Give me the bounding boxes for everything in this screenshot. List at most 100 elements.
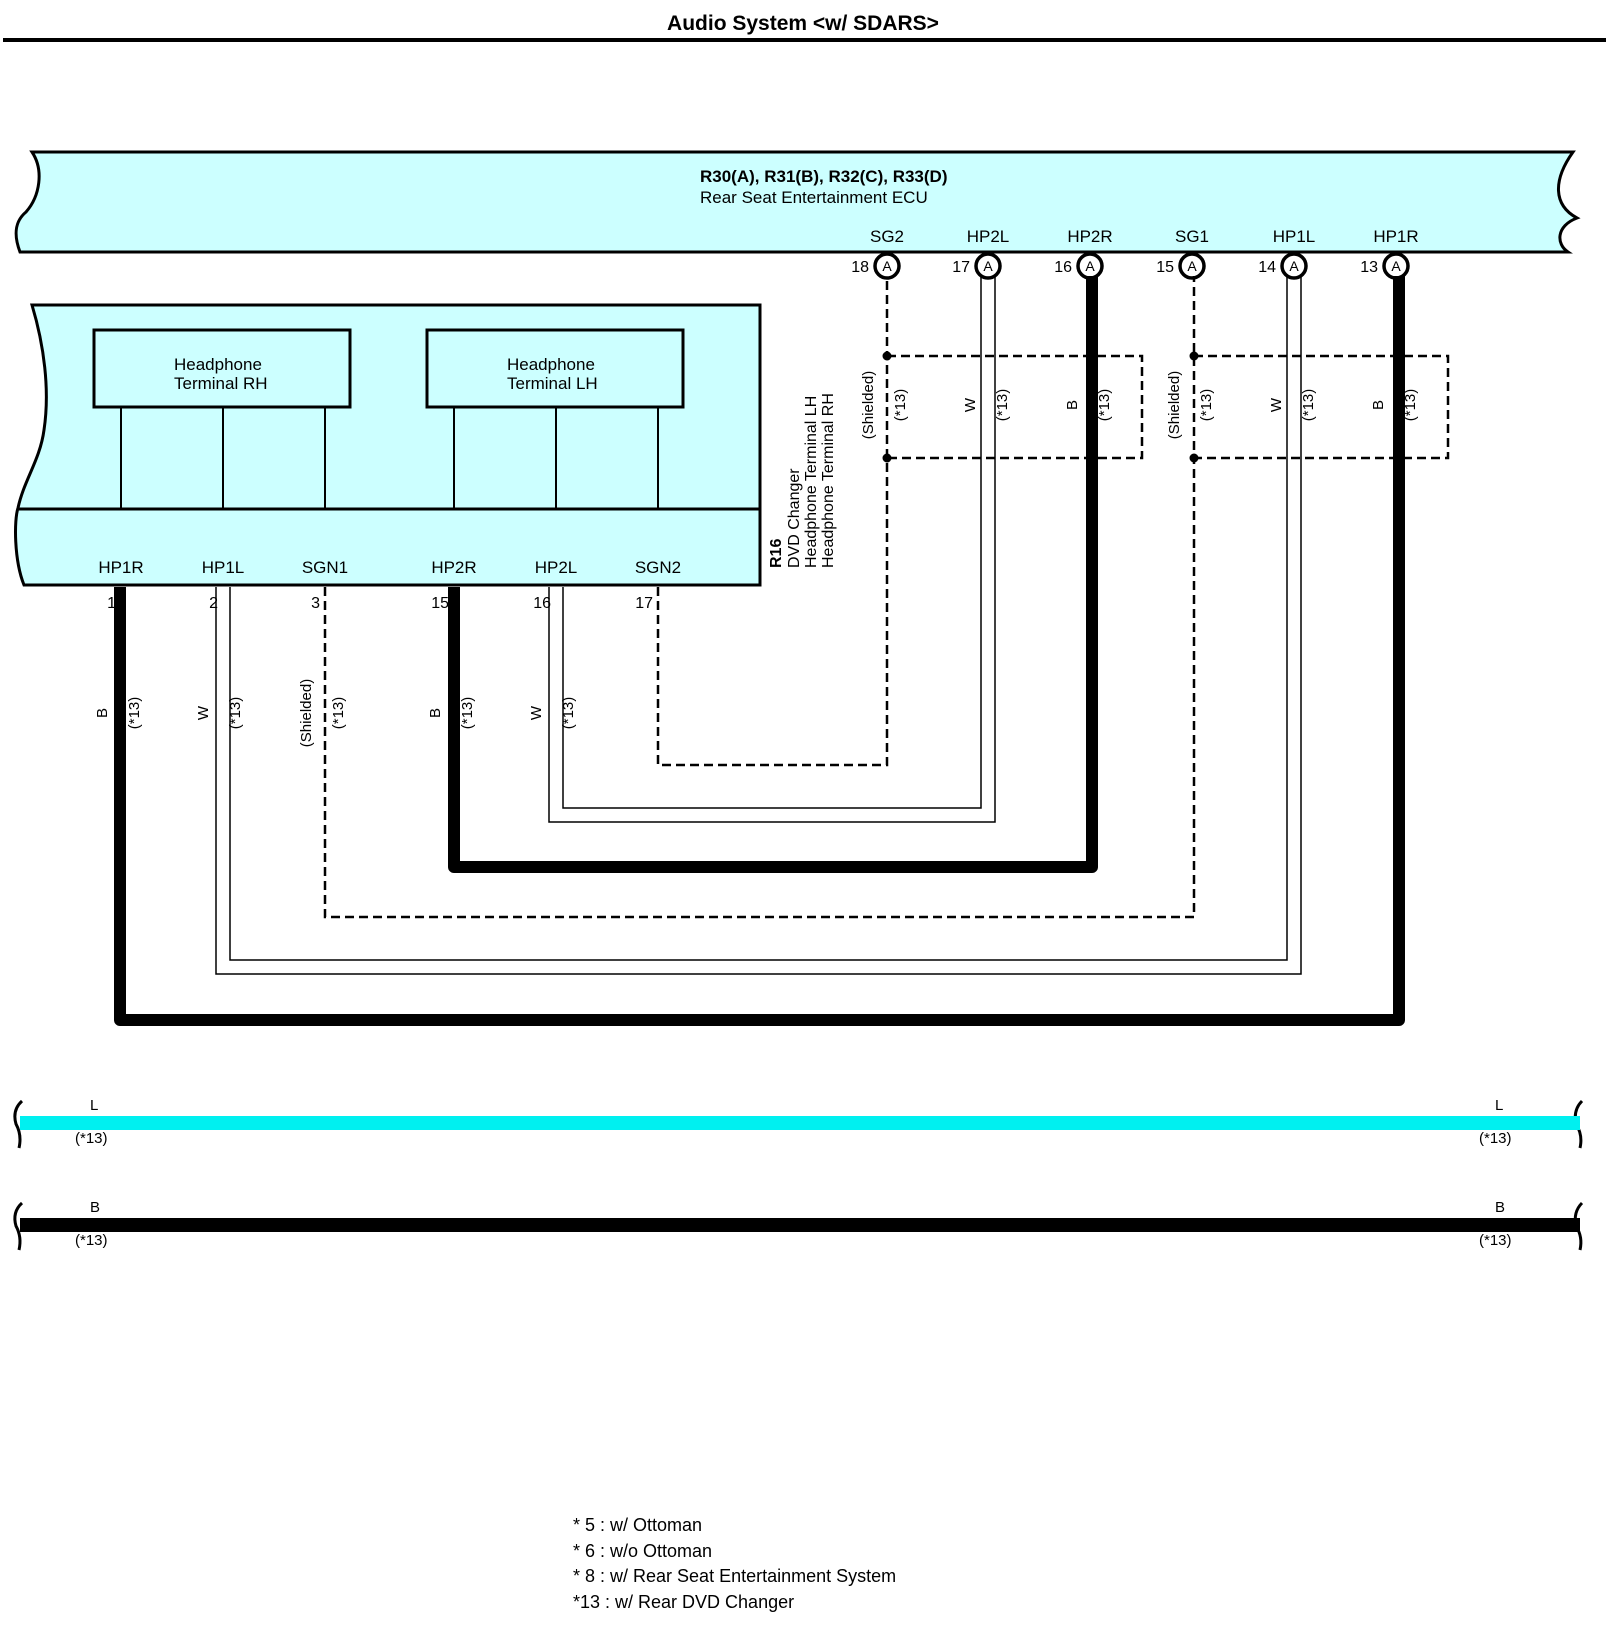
connector-circle <box>1280 252 1308 280</box>
bus-b-left-bracket <box>13 1201 24 1251</box>
r16-line-3: Headphone Terminal RH <box>820 393 837 568</box>
connector-circle <box>873 252 901 280</box>
wire-note-label: (*13) <box>330 697 347 730</box>
wire-hp2l-w-b <box>562 276 982 809</box>
shield-junction <box>1189 351 1199 361</box>
wire-note-label: (*13) <box>560 697 577 730</box>
ecu-pin-name: HP1R <box>1373 227 1418 246</box>
wire-note-label: (*13) <box>1300 389 1317 422</box>
r16-label: R16 DVD Changer Headphone Terminal LH He… <box>768 393 837 568</box>
r16-pin-number: 16 <box>533 595 551 612</box>
wire-color-label: B <box>94 708 111 718</box>
ecu-name: Rear Seat Entertainment ECU <box>700 188 928 207</box>
page-title: Audio System <w/ SDARS> <box>667 12 939 35</box>
legend-item: * 5 : w/ Ottoman <box>573 1515 702 1535</box>
wire-hp2r-b <box>448 276 1098 873</box>
wire-color-label: (Shielded) <box>298 679 315 747</box>
shield-box-1 <box>1194 354 1450 460</box>
r16-pin-number: 1 <box>107 595 116 612</box>
bus-b-note-right: (*13) <box>1479 1232 1512 1249</box>
connector-letter: A <box>983 258 993 274</box>
headphone-terminal-rh-label: Headphone <box>174 355 262 374</box>
bus-b: B (*13) B (*13) <box>13 1199 1584 1251</box>
bus-l-note-right: (*13) <box>1479 1130 1512 1147</box>
ecu-pin-number: 17 <box>952 259 970 276</box>
wire-color-label: (Shielded) <box>860 371 877 439</box>
shield-junction <box>882 453 892 463</box>
wire-note-label: (*13) <box>126 697 143 730</box>
wire-note-label: (*13) <box>227 697 244 730</box>
headphone-terminal-lh-sublabel: Terminal LH <box>507 374 598 393</box>
bus-l-left-bracket <box>13 1099 24 1149</box>
shield-box-2 <box>887 354 1144 460</box>
r16-line-2: Headphone Terminal LH <box>803 396 820 568</box>
bus-l-label-right: L <box>1495 1097 1503 1114</box>
wire-note-label: (*13) <box>1402 389 1419 422</box>
r16-component: Headphone Terminal RH Headphone Terminal… <box>14 303 837 612</box>
bus-b-label-right: B <box>1495 1199 1505 1216</box>
r16-pin-number: 2 <box>209 595 218 612</box>
internal-leads <box>120 407 659 509</box>
shield-junction <box>1189 453 1199 463</box>
r16-pin-name: HP2L <box>535 558 578 577</box>
headphone-terminal-rh-box <box>92 328 352 409</box>
connector-letter: A <box>1289 258 1299 274</box>
r16-pin-name: HP1L <box>202 558 245 577</box>
wire-hp1l-w-b <box>229 276 1288 961</box>
legend: * 5 : w/ Ottoman * 6 : w/o Ottoman * 8 :… <box>573 1515 896 1612</box>
r16-pin-number: 3 <box>311 595 320 612</box>
ecu-pin-number: 15 <box>1156 259 1174 276</box>
wire-note-label: (*13) <box>892 389 909 422</box>
r16-pin-number: 17 <box>635 595 653 612</box>
wire-note-label: (*13) <box>1198 389 1215 422</box>
shield-junction <box>882 351 892 361</box>
wire-hp1r-b <box>114 276 1405 1026</box>
legend-item: * 8 : w/ Rear Seat Entertainment System <box>573 1566 896 1586</box>
ecu-pin-name: HP1L <box>1273 227 1316 246</box>
bus-l-label-left: L <box>90 1097 98 1114</box>
r16-line-1: DVD Changer <box>786 468 803 568</box>
ecu-id: R30(A), R31(B), R32(C), R33(D) <box>700 167 947 186</box>
r16-pin-name: HP1R <box>98 558 143 577</box>
r16-pin-name: SGN1 <box>302 558 348 577</box>
headphone-terminal-rh-sublabel: Terminal RH <box>174 374 268 393</box>
headphone-terminal-lh-label: Headphone <box>507 355 595 374</box>
headphone-terminal-lh-box <box>425 328 685 409</box>
r16-pin-number: 15 <box>431 595 449 612</box>
bus-b-label-left: B <box>90 1199 100 1216</box>
connector-circle <box>974 252 1002 280</box>
wire-hp2l-w-a <box>548 276 996 823</box>
wire-note-label: (*13) <box>994 389 1011 422</box>
wire-sgn2-shielded <box>656 276 889 767</box>
ecu-pin-number: 18 <box>851 259 869 276</box>
bus-b-note-left: (*13) <box>75 1232 108 1249</box>
connector-circle <box>1178 252 1206 280</box>
ecu-pin-name: SG1 <box>1175 227 1209 246</box>
ecu-pin-number: 13 <box>1360 259 1378 276</box>
wire-color-label: B <box>1370 400 1387 410</box>
wire-color-label: B <box>1064 400 1081 410</box>
r16-pin-name: HP2R <box>431 558 476 577</box>
wire-color-label: (Shielded) <box>1166 371 1183 439</box>
r16-id: R16 <box>768 539 785 568</box>
connector-letter: A <box>1187 258 1197 274</box>
ecu-pin-number: 16 <box>1054 259 1072 276</box>
wire-color-label: B <box>427 708 444 718</box>
connector-letter: A <box>882 258 892 274</box>
wire-color-label: W <box>528 705 545 720</box>
wire-hp1l-w-a <box>215 276 1302 975</box>
wire-note-label: (*13) <box>459 697 476 730</box>
ecu-body <box>14 150 1581 254</box>
wire-sgn1-shielded <box>323 276 1196 919</box>
ecu-component: R30(A), R31(B), R32(C), R33(D) Rear Seat… <box>14 150 1581 280</box>
wiring-harness <box>114 276 1450 1026</box>
ecu-pin-name: SG2 <box>870 227 904 246</box>
bus-l-note-left: (*13) <box>75 1130 108 1147</box>
connector-letter: A <box>1085 258 1095 274</box>
ecu-pin-name: HP2R <box>1067 227 1112 246</box>
wire-color-label: W <box>1268 397 1285 412</box>
r16-pin-name: SGN2 <box>635 558 681 577</box>
bus-l: L (*13) L (*13) <box>13 1097 1584 1149</box>
wire-color-label: W <box>962 397 979 412</box>
